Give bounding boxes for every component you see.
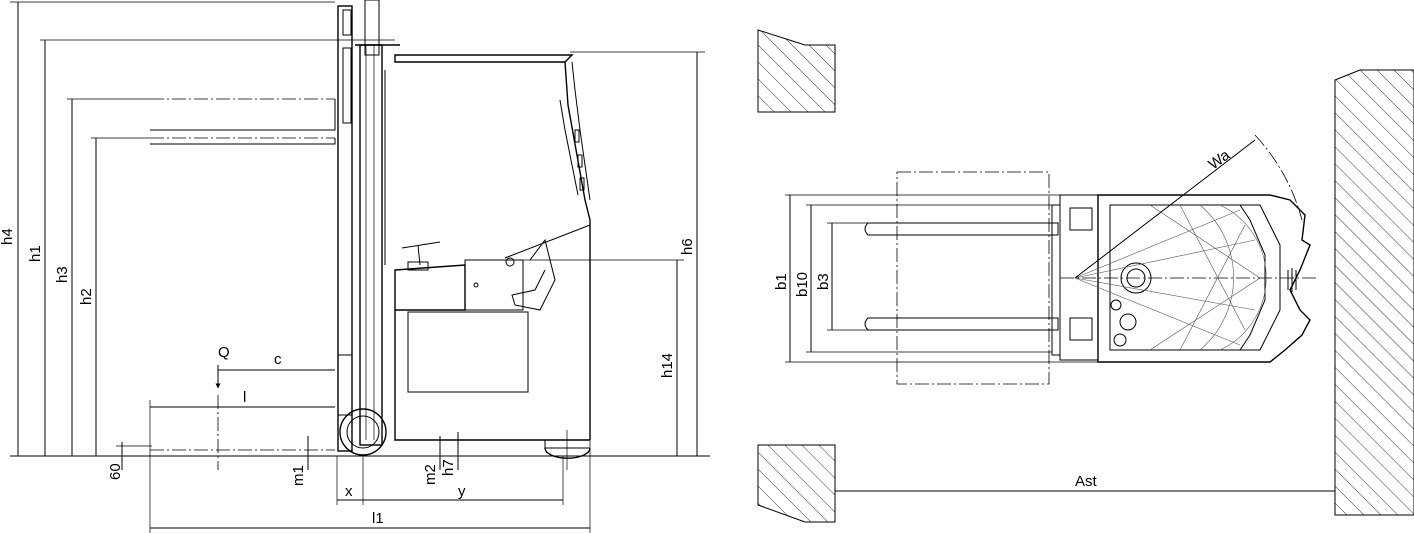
label-60: 60	[107, 463, 124, 480]
label-h3: h3	[54, 266, 71, 283]
label-l: l	[243, 389, 246, 406]
forks	[864, 194, 1099, 361]
turning-radius	[1074, 134, 1303, 279]
height-dimensions	[10, 1, 705, 470]
label-m1: m1	[290, 465, 307, 486]
label-m2: m2	[422, 464, 439, 485]
label-l1: l1	[372, 510, 384, 527]
rear-wheel	[544, 447, 591, 459]
chassis	[339, 310, 591, 470]
label-b1: b1	[773, 273, 790, 290]
label-y: y	[458, 483, 466, 500]
mast	[337, 0, 400, 452]
label-b3: b3	[815, 273, 832, 290]
label-h14: h14	[659, 353, 676, 378]
side-view: h4 h1 h3 h2 60 h6 h14 Q c l l1 x y m1 m2…	[0, 0, 710, 533]
label-h6: h6	[679, 238, 696, 255]
load-arrow	[215, 365, 335, 470]
label-Q: Q	[218, 344, 230, 361]
label-b10: b10	[794, 272, 811, 297]
length-dimensions	[149, 400, 591, 533]
label-h7: h7	[440, 459, 457, 476]
top-view: b1 b10 b3 Wa Ast	[757, 29, 1414, 523]
walls	[757, 29, 1414, 523]
label-Ast: Ast	[1075, 473, 1098, 490]
label-h4: h4	[0, 228, 16, 245]
label-h1: h1	[27, 245, 44, 262]
label-x: x	[345, 483, 353, 500]
front-wheel	[339, 408, 387, 456]
fork-positions	[150, 98, 336, 451]
truck-body	[1060, 194, 1318, 363]
label-c: c	[274, 351, 282, 368]
width-dimensions	[785, 194, 1098, 363]
label-h2: h2	[78, 288, 95, 305]
pallet-outline	[896, 171, 1050, 385]
cabin	[394, 54, 591, 440]
label-Wa: Wa	[1205, 146, 1233, 173]
